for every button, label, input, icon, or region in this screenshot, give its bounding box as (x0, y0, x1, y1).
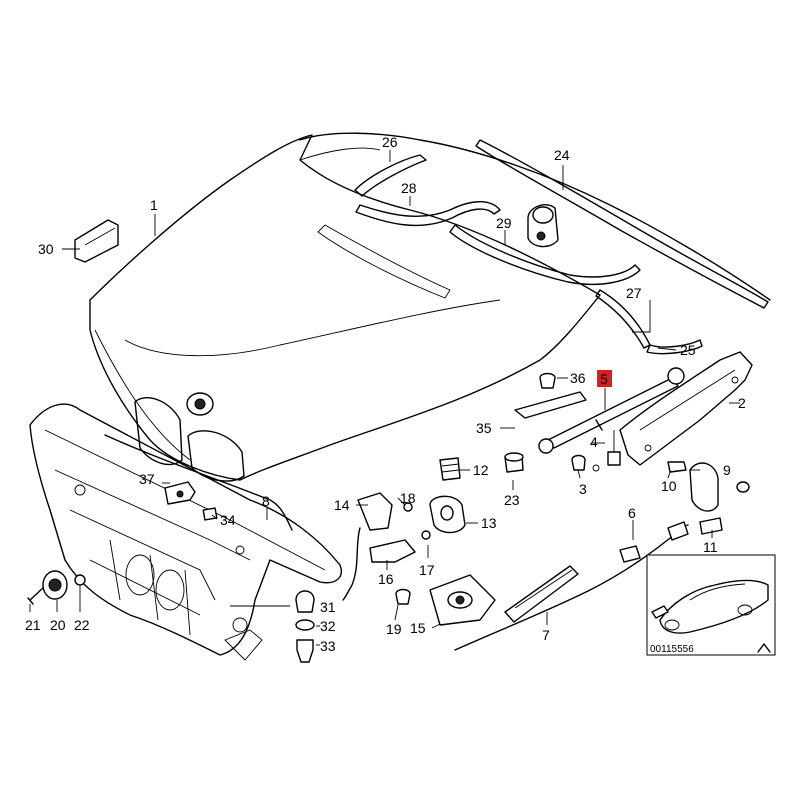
part-30 (74, 219, 119, 263)
callout-29[interactable]: 29 (496, 215, 512, 231)
callout-9[interactable]: 9 (723, 462, 731, 478)
inset-code: 00115556 (650, 644, 694, 655)
callout-15[interactable]: 15 (410, 620, 426, 636)
gas-strut-5 (514, 367, 685, 454)
release-cable-8 (104, 434, 293, 531)
callout-34[interactable]: 34 (220, 512, 236, 528)
callout-32[interactable]: 32 (320, 618, 336, 634)
callout-33[interactable]: 33 (320, 638, 336, 654)
front-panel (29, 403, 342, 661)
callout-31[interactable]: 31 (320, 599, 336, 615)
bracket-7 (504, 565, 579, 623)
callout-18[interactable]: 18 (400, 490, 416, 506)
callout-20[interactable]: 20 (50, 617, 66, 633)
callout-13[interactable]: 13 (481, 515, 497, 531)
callout-30[interactable]: 30 (38, 241, 54, 257)
callout-3[interactable]: 3 (579, 481, 587, 497)
callout-12[interactable]: 12 (473, 462, 489, 478)
callout-26[interactable]: 26 (382, 134, 398, 150)
leader-lines (29, 150, 740, 646)
inset-car-thumbnail: 00115556 (646, 554, 776, 656)
parts-9-10-11 (667, 461, 750, 535)
callout-25[interactable]: 25 (680, 342, 696, 358)
callout-1[interactable]: 1 (150, 197, 158, 213)
hood-hinge-2 (619, 351, 753, 466)
callout-24[interactable]: 24 (554, 147, 570, 163)
small-fasteners (504, 372, 621, 473)
parts-31-32-33 (295, 590, 315, 663)
callout-36[interactable]: 36 (570, 370, 586, 386)
hood (89, 134, 601, 482)
hood-lock-assembly (342, 457, 496, 626)
callout-23[interactable]: 23 (504, 492, 520, 508)
callout-21[interactable]: 21 (25, 617, 41, 633)
callout-2[interactable]: 2 (738, 395, 746, 411)
callout-7[interactable]: 7 (542, 627, 550, 643)
part-34 (202, 507, 218, 521)
callout-16[interactable]: 16 (378, 571, 394, 587)
cable-6 (454, 521, 689, 651)
callout-11[interactable]: 11 (703, 539, 718, 555)
callout-27[interactable]: 27 (626, 285, 642, 301)
callout-28[interactable]: 28 (401, 180, 417, 196)
callout-4[interactable]: 4 (590, 434, 598, 450)
callout-37[interactable]: 37 (139, 471, 155, 487)
callout-35[interactable]: 35 (476, 420, 492, 436)
callout-17[interactable]: 17 (419, 562, 435, 578)
callout-10[interactable]: 10 (661, 478, 677, 494)
part-37 (164, 481, 196, 505)
cowl-seals (299, 132, 771, 355)
callout-14[interactable]: 14 (334, 497, 350, 513)
callout-labels: 1 2 3 4 5 6 7 8 9 10 11 12 13 14 15 16 1… (25, 134, 746, 654)
callout-19[interactable]: 19 (386, 621, 402, 637)
callout-6[interactable]: 6 (628, 505, 636, 521)
callout-5-highlight (597, 370, 612, 387)
callout-22[interactable]: 22 (74, 617, 90, 633)
callout-5[interactable]: 5 (600, 371, 608, 387)
callout-8[interactable]: 8 (262, 493, 270, 509)
parts-20-21-22 (27, 570, 86, 605)
